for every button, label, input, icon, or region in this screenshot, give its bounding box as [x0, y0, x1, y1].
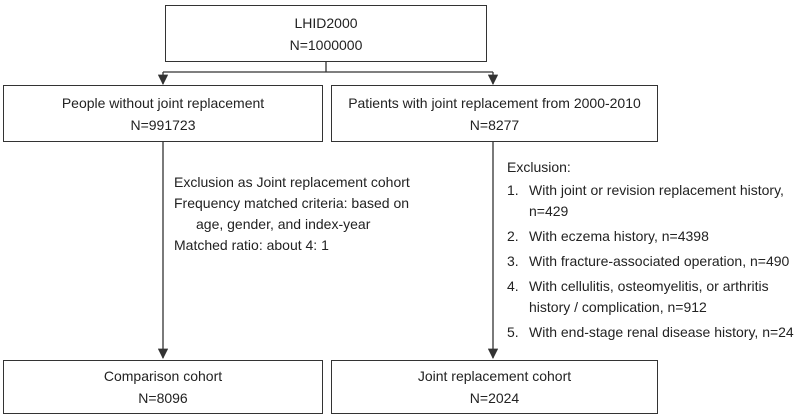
- joint-replacement-cohort-box: Joint replacement cohort N=2024: [331, 360, 658, 414]
- exclusion-item: 1. With joint or revision replacement hi…: [507, 180, 794, 201]
- exclusion-item-text: With end-stage renal disease history, n=…: [529, 324, 794, 340]
- exclusion-item: 2. With eczema history, n=4398: [507, 226, 794, 247]
- exclusion-title: Exclusion:: [507, 159, 571, 175]
- exclusion-item-text: With joint or revision replacement histo…: [529, 182, 784, 198]
- left-note-line-1: Exclusion as Joint replacement cohort: [174, 174, 410, 190]
- exclusion-item: 3. With fracture-associated operation, n…: [507, 251, 794, 272]
- exclusion-item-text: With fracture-associated operation, n=49…: [529, 253, 790, 269]
- comparison-cohort-count: N=8096: [138, 390, 188, 406]
- exclusion-item-number: 1.: [507, 182, 519, 198]
- left-box-count: N=991723: [130, 116, 196, 133]
- left-box-without-replacement: People without joint replacement N=99172…: [3, 85, 323, 142]
- exclusion-item-continuation: n=429: [529, 203, 569, 219]
- right-box-title: Patients with joint replacement from 200…: [348, 94, 641, 111]
- exclusion-item-number: 3.: [507, 253, 519, 269]
- top-box-lhid2000: LHID2000 N=1000000: [165, 5, 487, 62]
- left-box-title: People without joint replacement: [61, 94, 265, 111]
- exclusion-item: 5. With end-stage renal disease history,…: [507, 322, 794, 343]
- comparison-cohort-title: Comparison cohort: [103, 368, 223, 384]
- exclusion-item-text: With eczema history, n=4398: [529, 228, 709, 244]
- exclusion-list: Exclusion: 1. With joint or revision rep…: [507, 157, 794, 343]
- right-box-count: N=8277: [469, 116, 520, 133]
- top-box-count: N=1000000: [289, 36, 363, 53]
- joint-replacement-cohort-count: N=2024: [469, 390, 520, 406]
- exclusion-item-number: 5.: [507, 324, 519, 340]
- exclusion-item: 4. With cellulitis, osteomyelitis, or ar…: [507, 276, 794, 297]
- exclusion-item-number: 4.: [507, 278, 519, 294]
- top-box-title: LHID2000: [294, 14, 358, 31]
- left-note-line-4: Matched ratio: about 4: 1: [174, 237, 329, 253]
- exclusion-item-continuation: history / complication, n=912: [529, 299, 707, 315]
- comparison-cohort-box: Comparison cohort N=8096: [3, 360, 323, 414]
- right-box-with-replacement: Patients with joint replacement from 200…: [331, 85, 658, 142]
- left-note-line-2: Frequency matched criteria: based on: [174, 195, 410, 211]
- left-note-line-3: age, gender, and index-year: [196, 216, 371, 232]
- exclusion-item-number: 2.: [507, 228, 519, 244]
- joint-replacement-cohort-title: Joint replacement cohort: [417, 368, 572, 384]
- left-matching-note: Exclusion as Joint replacement cohort Fr…: [174, 172, 410, 256]
- exclusion-item-text: With cellulitis, osteomyelitis, or arthr…: [529, 278, 769, 294]
